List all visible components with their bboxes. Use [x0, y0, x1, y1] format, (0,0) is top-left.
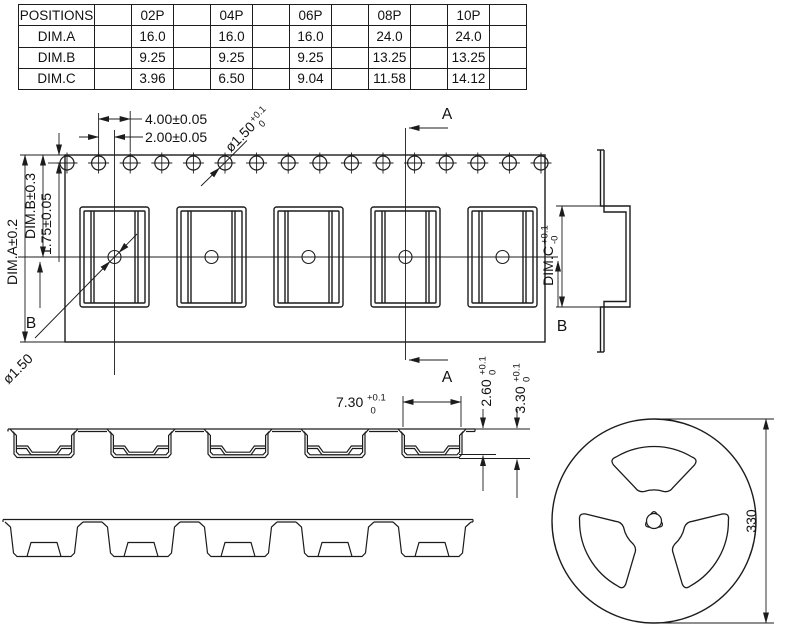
table-gap-cell [411, 68, 448, 90]
dim-b-edge-to-center: DIM.B±0.3 [22, 154, 47, 258]
tape-bottom-side-view [2, 518, 474, 558]
table-gap-cell [174, 47, 211, 69]
dim-tape-height-sub: 0 [522, 377, 533, 382]
table-gap-cell [253, 26, 290, 48]
dim-hole-to-pocket: 2.00±0.05 [79, 129, 207, 145]
dim-reel-diameter: 330 [658, 418, 774, 624]
dim-pocket-width-text: 7.30 [336, 394, 363, 410]
dim-c-sup: +0.1 [540, 225, 551, 244]
dim-sprocket-hole-dia-sub: 0 [257, 118, 269, 130]
table-cell: 16.0 [132, 26, 174, 48]
dim-hole-to-pocket-text: 2.00±0.05 [145, 129, 207, 145]
dim-edge-to-hole: 1.75±0.05 [38, 133, 63, 262]
table-cell: 3.96 [132, 68, 174, 90]
table-gap-cell [490, 26, 527, 48]
section-label-b-right: B [557, 318, 567, 335]
section-label-a-top: A [442, 106, 453, 123]
table-cell: 13.25 [448, 47, 490, 69]
table-header-cell: 08P [369, 5, 411, 27]
dimension-table: POSITIONS 02P 04P 06P 08P 10P DIM.A 16.0… [18, 4, 527, 90]
dim-edge-to-hole-text: 1.75±0.05 [38, 193, 54, 255]
table-cell: 6.50 [211, 68, 253, 90]
table-cell: 9.04 [290, 68, 332, 90]
dim-a-text: DIM.A±0.2 [4, 219, 20, 285]
dim-reel-diameter-text: 330 [743, 509, 759, 533]
table-cell: 24.0 [369, 26, 411, 48]
table-header-cell: 02P [132, 5, 174, 27]
table-gap-cell [174, 68, 211, 90]
table-cell: 9.25 [211, 47, 253, 69]
table-header-cell: POSITIONS [19, 5, 95, 27]
dim-pocket-width: 7.30 +0.1 0 [336, 393, 462, 427]
dim-sprocket-hole-dia: ø1.50 +0.1 0 [200, 104, 269, 187]
reel-windows [567, 445, 741, 596]
dim-c-pocket-height: DIM.C +0.1 -0 [540, 205, 600, 308]
dim-b-text: DIM.B±0.3 [22, 173, 38, 239]
table-header-cell: 06P [290, 5, 332, 27]
dim-tape-height-text: 3.30 [512, 386, 528, 413]
reel-front-view [551, 418, 757, 624]
table-cell: 24.0 [448, 26, 490, 48]
dim-pocket-width-sub: 0 [371, 406, 376, 417]
dim-pocket-width-sup: +0.1 [367, 393, 386, 404]
tape-side-section-view [7, 428, 476, 459]
table-gap-cell [95, 26, 132, 48]
table-cell: 13.25 [369, 47, 411, 69]
section-view-a-a [597, 149, 631, 353]
table-cell: 16.0 [211, 26, 253, 48]
dim-tape-height: 3.30 +0.1 0 [459, 363, 533, 498]
reel-hub [645, 511, 663, 530]
section-line-b-b: B B [26, 260, 567, 335]
table-row-label: DIM.B [19, 47, 95, 69]
dim-pocket-depth-sup: +0.1 [478, 356, 489, 375]
table-gap-cell [95, 68, 132, 90]
dim-pocket-depth-sub: 0 [488, 370, 499, 375]
dim-pocket-hole-dia-text: ø1.50 [0, 350, 36, 387]
dim-pocket-depth: 2.60 +0.1 0 [459, 356, 530, 491]
table-gap-cell [95, 5, 132, 27]
table-header-cell: 10P [448, 5, 490, 27]
reel-flange-circle [551, 418, 757, 624]
table-cell: 9.25 [290, 47, 332, 69]
table-gap-cell [490, 68, 527, 90]
table-gap-cell [490, 47, 527, 69]
dim-pitch-text: 4.00±0.05 [145, 111, 207, 127]
table-gap-cell [411, 26, 448, 48]
table-gap-cell [95, 47, 132, 69]
table-gap-cell [253, 47, 290, 69]
section-label-b-left: B [26, 315, 36, 332]
table-row-label: DIM.C [19, 68, 95, 90]
dim-sprocket-pitch: 4.00±0.05 [98, 111, 207, 157]
table-gap-cell [332, 26, 369, 48]
dim-pocket-depth-text: 2.60 [478, 379, 494, 406]
table-cell: 11.58 [369, 68, 411, 90]
table-gap-cell [490, 5, 527, 27]
dim-c-sub: -0 [550, 236, 561, 244]
table-gap-cell [332, 47, 369, 69]
dim-tape-height-sup: +0.1 [512, 363, 523, 382]
table-gap-cell [411, 5, 448, 27]
table-gap-cell [174, 5, 211, 27]
section-label-a-bottom: A [442, 369, 453, 386]
table-row-label: DIM.A [19, 26, 95, 48]
tape-top-view [18, 130, 558, 375]
table-gap-cell [411, 47, 448, 69]
table-gap-cell [332, 68, 369, 90]
table-header-cell: 04P [211, 5, 253, 27]
table-cell: 9.25 [132, 47, 174, 69]
table-gap-cell [332, 5, 369, 27]
section-line-a-a: A A [405, 106, 453, 386]
table-gap-cell [174, 26, 211, 48]
table-cell: 16.0 [290, 26, 332, 48]
table-gap-cell [253, 68, 290, 90]
dim-c-text: DIM.C [540, 246, 556, 286]
table-cell: 14.12 [448, 68, 490, 90]
table-gap-cell [253, 5, 290, 27]
